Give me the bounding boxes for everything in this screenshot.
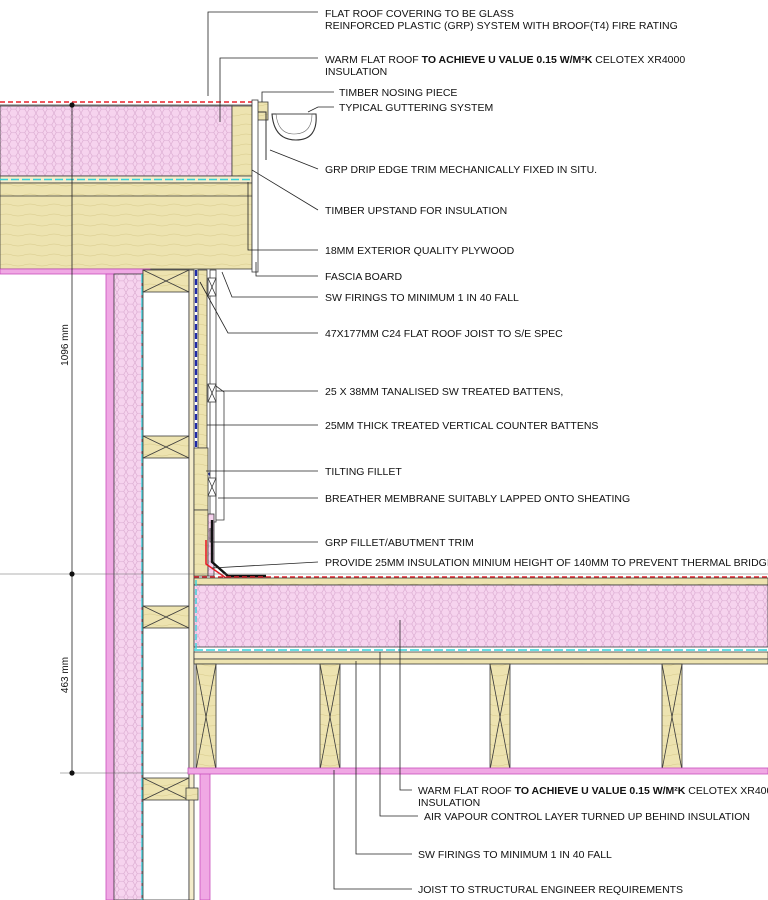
label-l11: 25 X 38MM TANALISED SW TREATED BATTENS, [325,386,563,398]
label-l17: WARM FLAT ROOF TO ACHIEVE U VALUE 0.15 W… [418,785,768,809]
label-l15: GRP FILLET/ABUTMENT TRIM [325,537,474,549]
label-line: TYPICAL GUTTERING SYSTEM [339,102,493,114]
timber-upstand [231,105,253,177]
grp-abutment-trim [210,520,266,578]
upper-roof-insulation [0,105,233,177]
lower-firing [193,658,768,665]
label-l5: GRP DRIP EDGE TRIM MECHANICALLY FIXED IN… [325,164,597,176]
label-line: TILTING FILLET [325,466,402,478]
label-line: TIMBER NOSING PIECE [339,87,457,99]
label-line: PROVIDE 25MM INSULATION MINIUM HEIGHT OF… [325,557,768,569]
upper-ceiling [0,268,151,275]
upper-roof [0,99,317,275]
label-line: INSULATION [325,66,387,78]
label-line: 25MM THICK TREATED VERTICAL COUNTER BATT… [325,420,598,432]
label-l18: AIR VAPOUR CONTROL LAYER TURNED UP BEHIN… [424,811,750,823]
label-line: GRP DRIP EDGE TRIM MECHANICALLY FIXED IN… [325,164,597,176]
label-line: SW FIRINGS TO MINIMUM 1 IN 40 FALL [325,292,519,304]
label-line: 47X177MM C24 FLAT ROOF JOIST TO S/E SPEC [325,328,563,340]
dimension-lines: 1096 mm 463 mm [0,102,768,776]
label-l9: SW FIRINGS TO MINIMUM 1 IN 40 FALL [325,292,519,304]
dimension-1096: 1096 mm [60,324,71,366]
label-l3: TIMBER NOSING PIECE [339,87,457,99]
label-l13: TILTING FILLET [325,466,402,478]
tilting-fillet [193,447,209,511]
label-line: INSULATION [418,797,480,809]
wall-plaster [105,273,115,900]
grp-drip-edge [258,111,267,160]
label-l4: TYPICAL GUTTERING SYSTEM [339,102,493,114]
dimension-463: 463 mm [60,657,71,693]
wall-stud-zone [142,269,190,900]
label-l12: 25MM THICK TREATED VERTICAL COUNTER BATT… [325,420,598,432]
gutter [271,113,317,141]
leader-lines [199,11,418,890]
label-l8: FASCIA BOARD [325,271,402,283]
upper-roof-joist [0,182,253,270]
fascia-board [251,99,259,273]
label-line: 25 X 38MM TANALISED SW TREATED BATTENS, [325,386,563,398]
label-line: WARM FLAT ROOF TO ACHIEVE U VALUE 0.15 W… [325,54,685,66]
label-l10: 47X177MM C24 FLAT ROOF JOIST TO S/E SPEC [325,328,563,340]
label-l16: PROVIDE 25MM INSULATION MINIUM HEIGHT OF… [325,557,768,569]
label-l2: WARM FLAT ROOF TO ACHIEVE U VALUE 0.15 W… [325,54,685,78]
label-line: 18MM EXTERIOR QUALITY PLYWOOD [325,245,515,257]
label-line: AIR VAPOUR CONTROL LAYER TURNED UP BEHIN… [424,811,750,823]
label-line: WARM FLAT ROOF TO ACHIEVE U VALUE 0.15 W… [418,785,768,797]
lower-roof-insulation [193,584,768,648]
vertical-counter-batten [197,269,208,449]
wall [105,269,266,900]
label-line: JOIST TO STRUCTURAL ENGINEER REQUIREMENT… [418,884,683,896]
label-line: REINFORCED PLASTIC (GRP) SYSTEM WITH BRO… [325,20,678,32]
label-line: GRP FILLET/ABUTMENT TRIM [325,537,474,549]
wall-insulation [113,273,143,900]
lower-plywood-deck [193,651,768,660]
label-l14: BREATHER MEMBRANE SUITABLY LAPPED ONTO S… [325,493,630,505]
label-l20: JOIST TO STRUCTURAL ENGINEER REQUIREMENT… [418,884,683,896]
label-line: TIMBER UPSTAND FOR INSULATION [325,205,507,217]
label-line: BREATHER MEMBRANE SUITABLY LAPPED ONTO S… [325,493,630,505]
lower-wall-plaster [199,771,211,900]
label-line: FLAT ROOF COVERING TO BE GLASS [325,8,514,20]
label-l7: 18MM EXTERIOR QUALITY PLYWOOD [325,245,515,257]
label-l6: TIMBER UPSTAND FOR INSULATION [325,205,507,217]
lower-ceiling [187,767,768,775]
label-line: SW FIRINGS TO MINIMUM 1 IN 40 FALL [418,849,612,861]
lower-roof [187,576,768,775]
wall-sheathing [188,269,195,900]
label-line: FASCIA BOARD [325,271,402,283]
lower-roof-covering-board [193,577,768,586]
label-l19: SW FIRINGS TO MINIMUM 1 IN 40 FALL [418,849,612,861]
